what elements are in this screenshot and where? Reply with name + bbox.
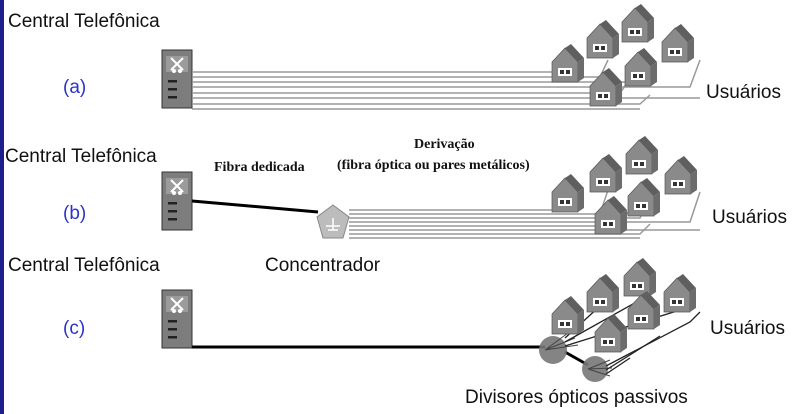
fiber-label: Fibra dedicada [214,160,305,175]
exchange-label-a: Central Telefônica [8,11,160,32]
panel-label-b: (b) [63,203,87,224]
house-icon [586,19,620,59]
dedicated-fiber-line [191,199,319,214]
house-icon [625,135,659,175]
house-icon [623,257,657,297]
house-icon [624,47,658,87]
exchange-label-c: Central Telefônica [8,255,160,276]
house-icon [621,3,655,43]
house-icon [589,67,623,107]
users-label-c: Usuários [710,318,785,339]
exchange-cabinet-icon [161,171,193,231]
panel-label-a: (a) [63,77,87,98]
copper-pairs [192,59,701,110]
exchange-cabinet-icon [161,49,193,109]
house-icon [594,313,628,353]
panel-label-c: (c) [63,318,86,339]
house-icon [551,295,585,335]
left-border [0,0,4,414]
branch-subtitle: (fibra óptica ou pares metálicos) [337,158,530,173]
splitter-icon [539,329,579,364]
panel-a [161,3,701,110]
house-icon [586,273,620,313]
concentrator-label: Concentrador [265,255,381,276]
users-houses [551,3,695,107]
splitter-label: Divisores ópticos passivos [465,387,688,408]
panel-c [161,257,701,382]
panel-b [161,135,701,239]
users-houses [551,135,698,235]
branch-title: Derivação [414,137,475,152]
house-icon [663,273,697,313]
house-icon [627,177,661,217]
users-label-b: Usuários [712,207,787,228]
house-icon [594,195,628,235]
house-icon [627,290,661,330]
house-icon [664,155,698,195]
exchange-cabinet-icon [161,289,193,349]
house-icon [661,23,695,63]
users-label-a: Usuários [706,82,781,103]
house-icon [551,43,585,83]
house-icon [589,153,623,193]
exchange-label-b: Central Telefônica [5,146,157,167]
house-icon [551,173,585,213]
